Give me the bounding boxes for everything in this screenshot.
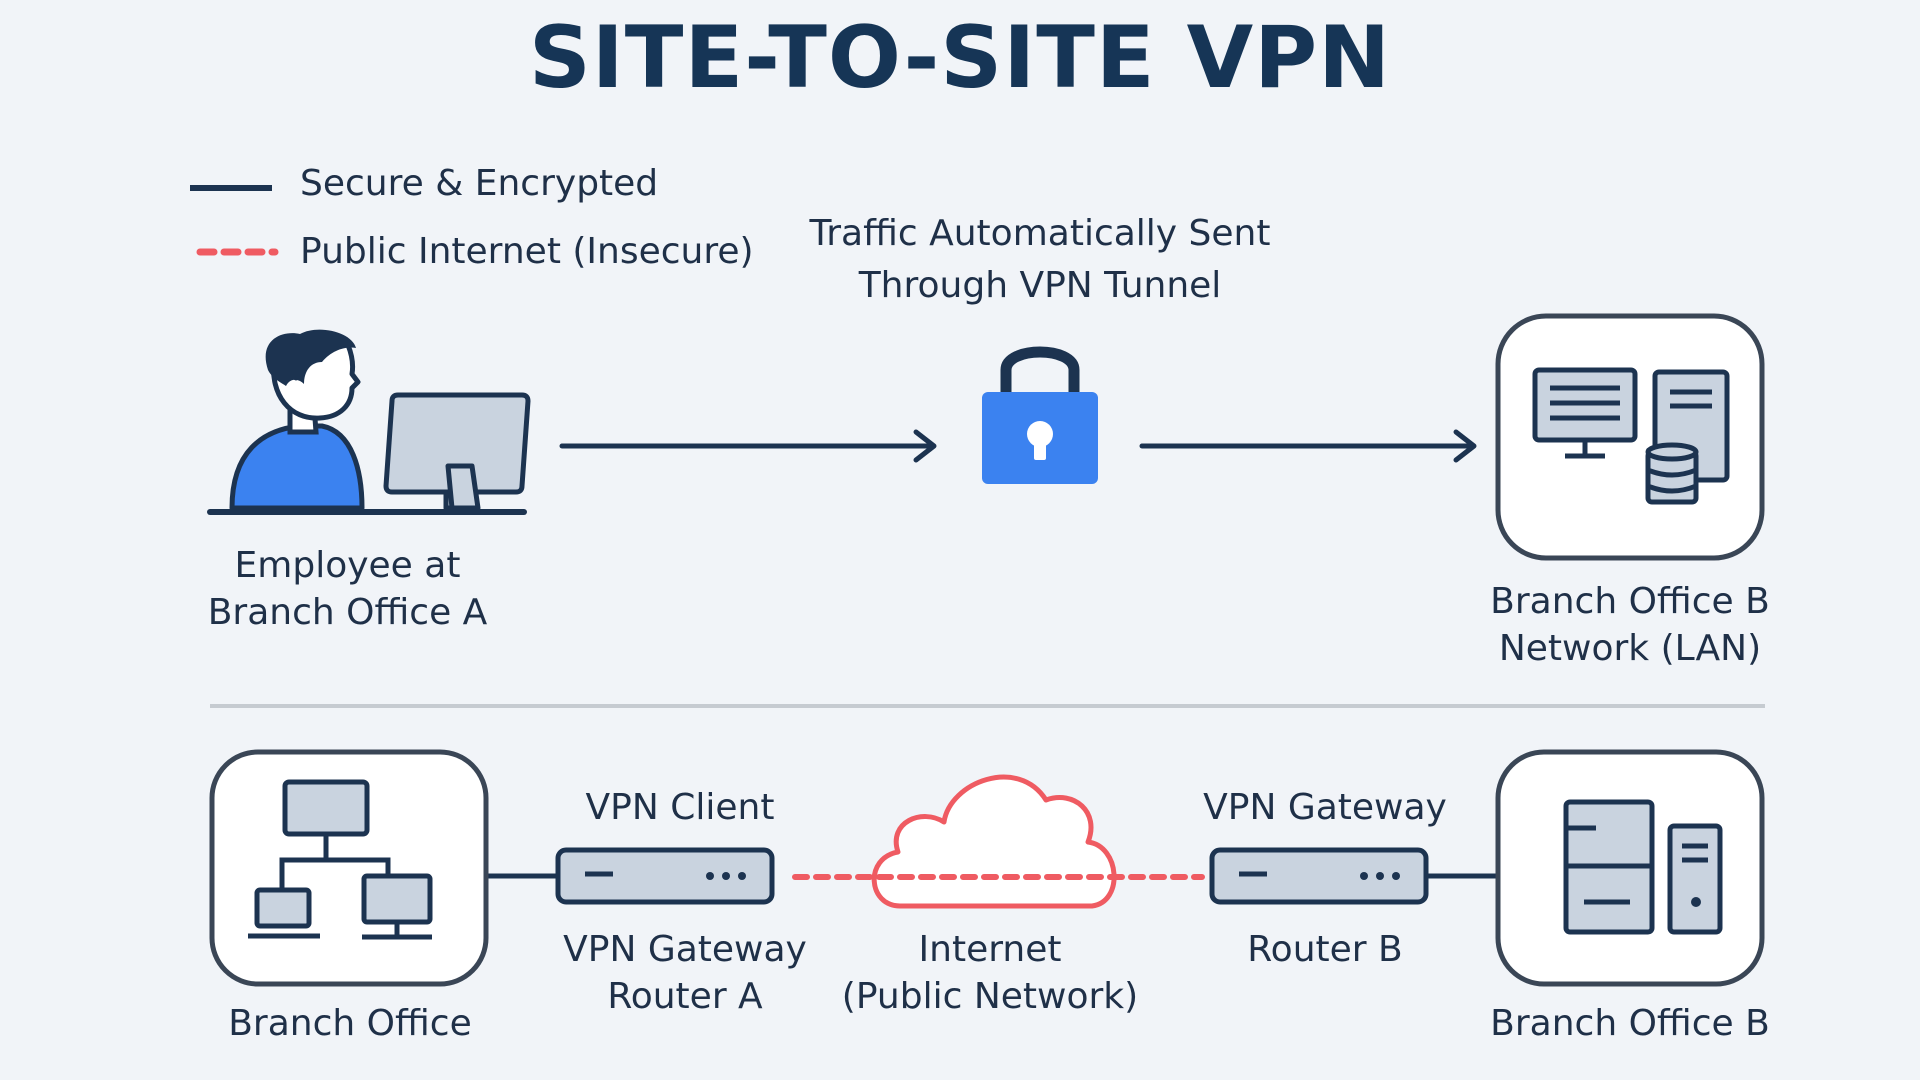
router-a-label-line2: Router A <box>607 976 763 1017</box>
router-a-icon <box>555 847 775 905</box>
arrow-to-lock <box>559 429 937 463</box>
employee-icon <box>207 329 531 515</box>
branch-office-icon <box>209 749 489 987</box>
arrow-to-lan <box>1139 429 1477 463</box>
traffic-label-line1: Traffic Automatically Sent <box>809 213 1271 254</box>
traffic-label-line2: Through VPN Tunnel <box>858 265 1222 306</box>
employee-label-line2: Branch Office A <box>207 592 488 633</box>
internet-label: Internet (Public Network) <box>830 926 1150 1020</box>
router-a-label-line1: VPN Gateway <box>563 929 807 970</box>
vpn-client-label: VPN Client <box>585 787 775 828</box>
legend-public-label: Public Internet (Insecure) <box>300 231 754 272</box>
internet-label-line1: Internet <box>918 929 1062 970</box>
router-b-icon <box>1209 847 1429 905</box>
internet-label-line2: (Public Network) <box>841 976 1139 1017</box>
router-a-label: VPN Gateway Router A <box>520 926 850 1020</box>
vpn-gateway-label: VPN Gateway <box>1203 787 1447 828</box>
branch-office-label: Branch Office <box>228 1003 472 1044</box>
page-title: SITE-TO-SITE VPN <box>528 8 1392 108</box>
lan-label-line1: Branch Office B <box>1490 581 1770 622</box>
router-b-label: Router B <box>1247 929 1403 970</box>
lock-icon <box>982 346 1098 484</box>
cloud-icon <box>871 774 1117 909</box>
lan-label-line2: Network (LAN) <box>1498 628 1762 669</box>
employee-label-line1: Employee at <box>234 545 461 586</box>
branch-office-b-icon <box>1495 749 1765 987</box>
lan-icon <box>1495 313 1765 561</box>
lan-label: Branch Office B Network (LAN) <box>1460 578 1800 672</box>
branch-office-b-label: Branch Office B <box>1490 1003 1770 1044</box>
legend-secure-label: Secure & Encrypted <box>300 163 659 204</box>
employee-label: Employee at Branch Office A <box>170 542 525 636</box>
traffic-label: Traffic Automatically Sent Through VPN T… <box>760 208 1320 312</box>
